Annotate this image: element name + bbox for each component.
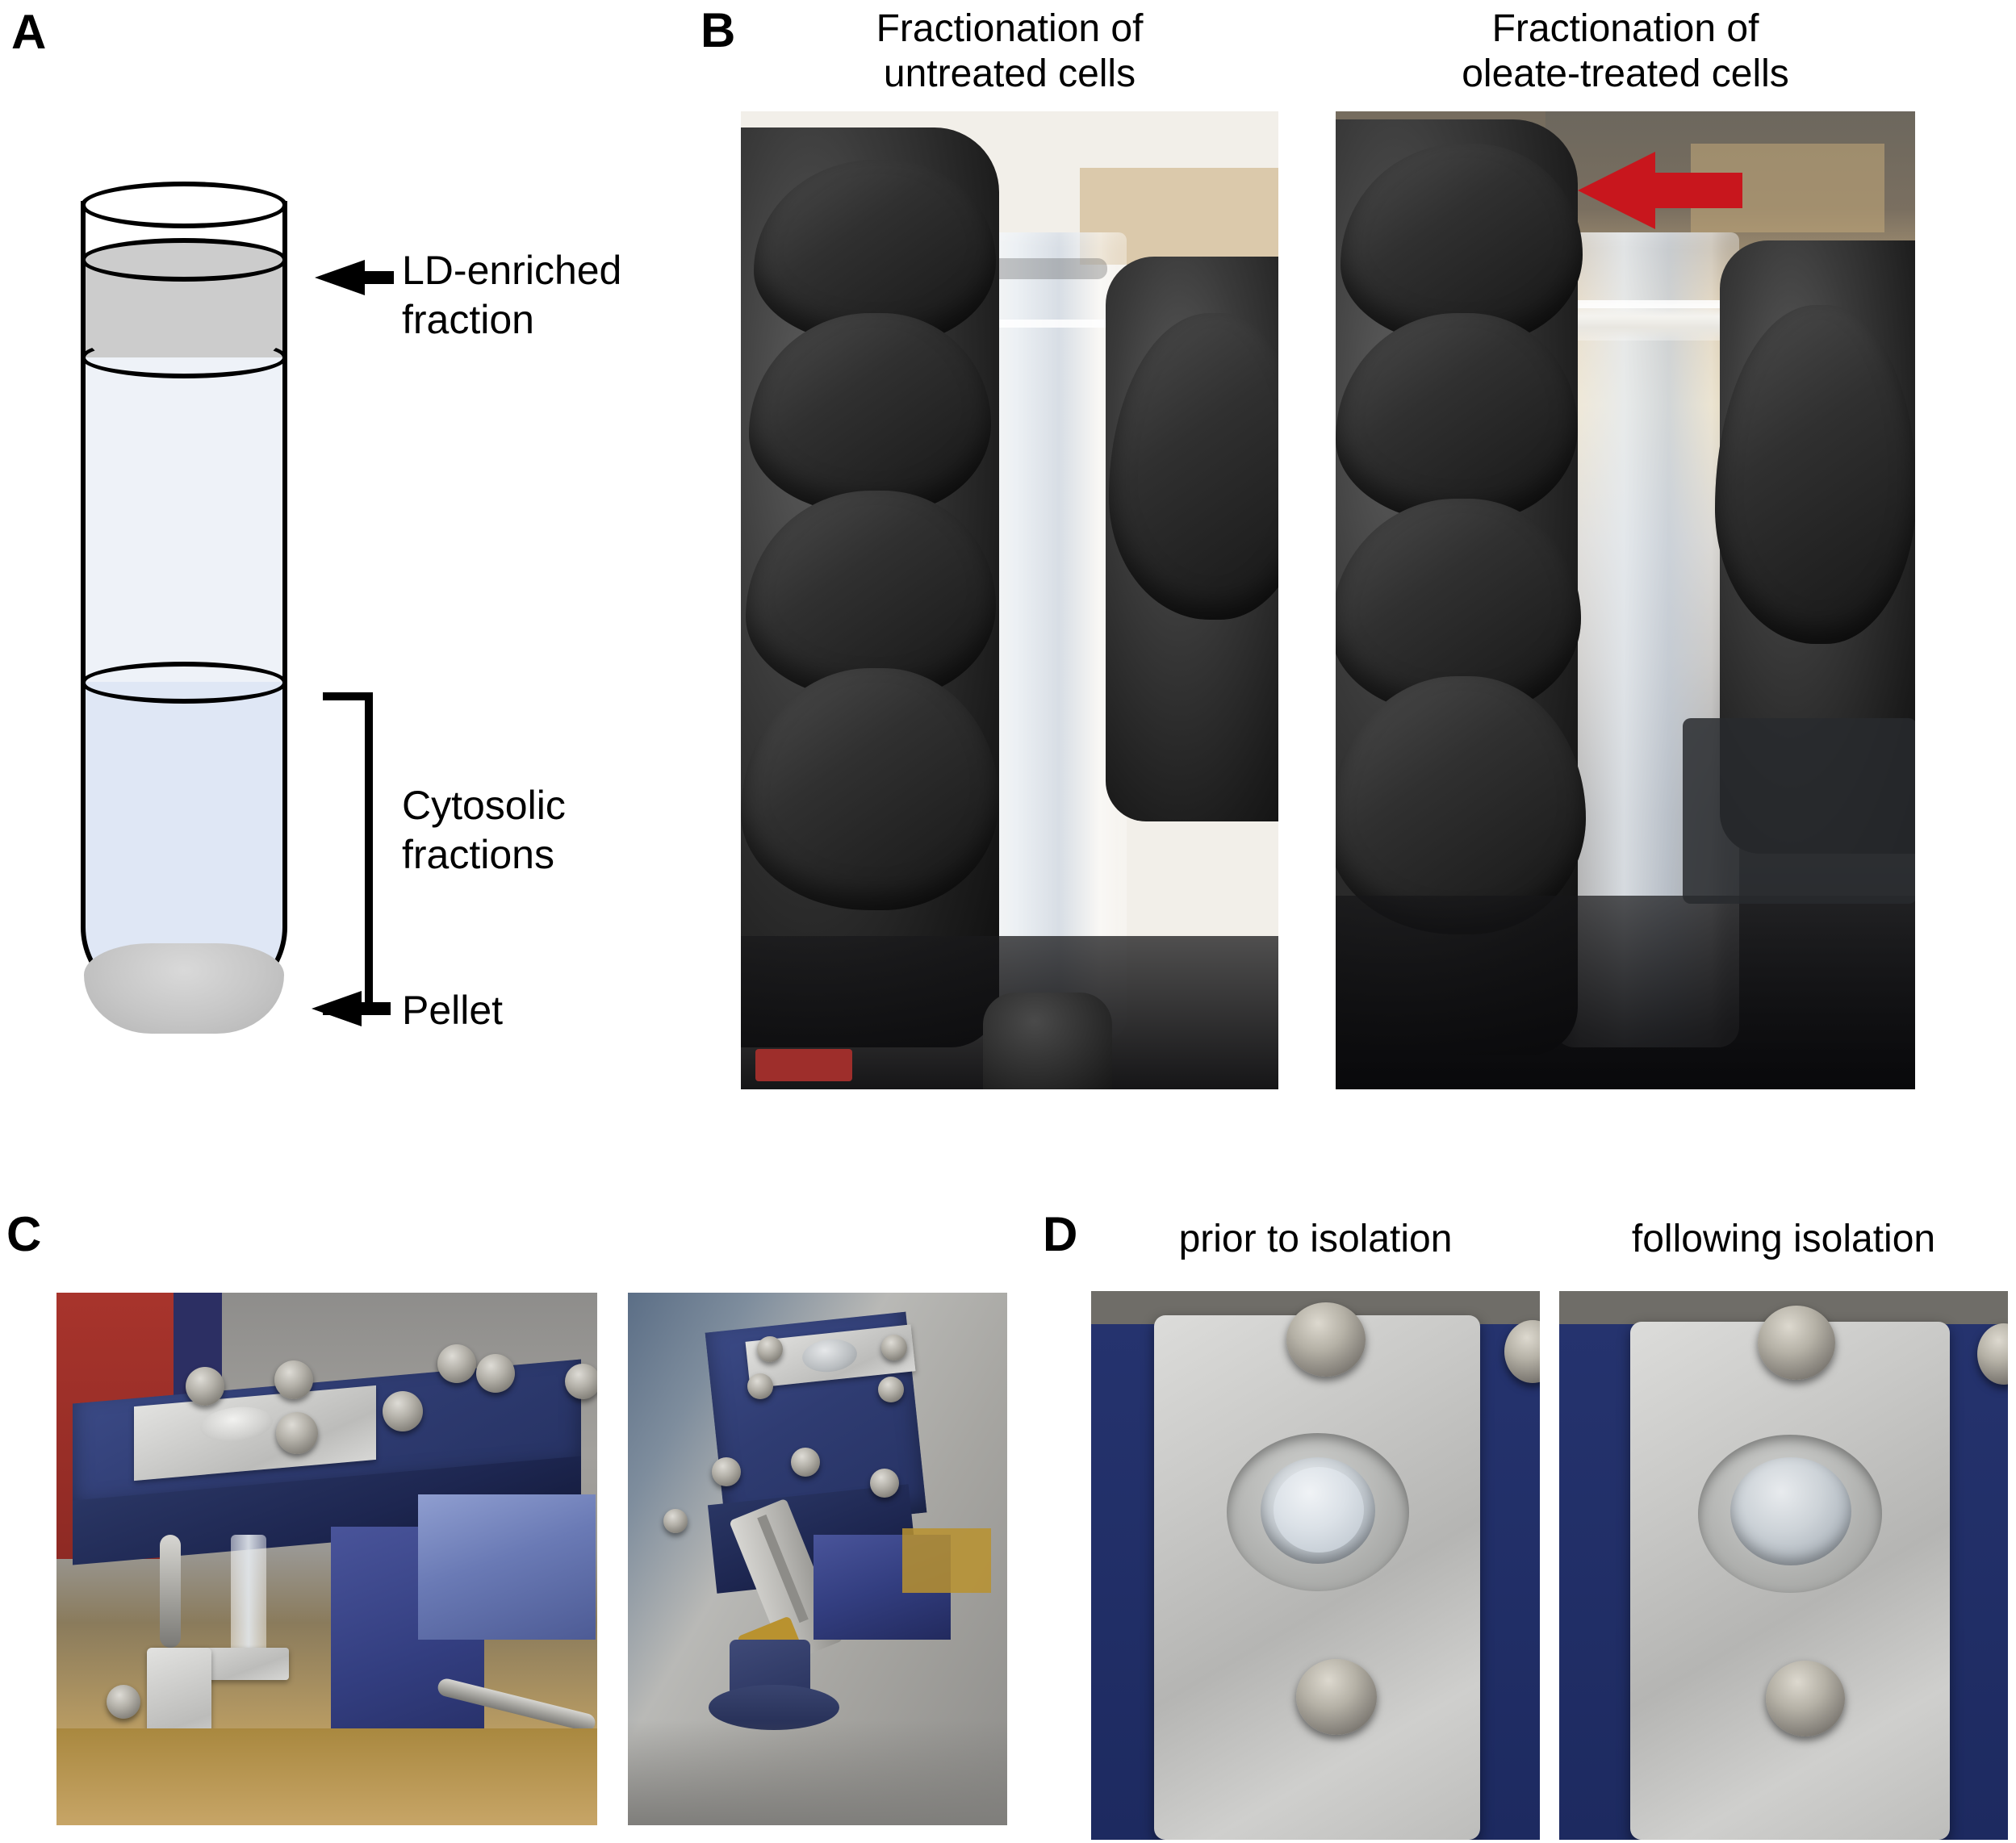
panel-letter-d: D	[1043, 1207, 1078, 1261]
photo-well-following-isolation	[1559, 1291, 2008, 1840]
ld-band-top-ellipse	[81, 238, 287, 282]
photo-well-prior-to-isolation	[1091, 1291, 1540, 1840]
bench-foreground	[1336, 896, 1915, 1089]
glove-finger	[746, 491, 996, 700]
ld-fraction-arrow-icon	[315, 260, 412, 295]
thumbscrew-knob-top	[1286, 1302, 1366, 1377]
photo-content	[56, 1293, 597, 1825]
arrow-tail	[358, 1002, 391, 1015]
thumbscrew-knob	[383, 1391, 423, 1431]
glove-finger	[1341, 144, 1583, 345]
photo-content	[741, 111, 1278, 1089]
panel-letter-c: C	[6, 1207, 42, 1261]
support-post	[160, 1535, 181, 1648]
thumbscrew-knob	[476, 1354, 515, 1393]
ld-fraction-label: LD-enriched fraction	[402, 248, 622, 342]
glove-finger	[741, 668, 999, 910]
bench-wood-surface	[56, 1728, 597, 1825]
bench-vise-jaw	[418, 1494, 596, 1640]
bench-dark-object	[983, 993, 1112, 1089]
bench-tape	[902, 1528, 991, 1593]
photo-device-angled-view	[628, 1293, 1007, 1825]
thumbscrew-knob	[437, 1344, 476, 1383]
arrow-head	[315, 260, 365, 295]
pellet-arrow-icon	[312, 991, 408, 1026]
thumbscrew-knob	[757, 1336, 783, 1362]
tube-body	[81, 201, 287, 1016]
photo-fractionation-oleate	[1336, 111, 1915, 1089]
centrifuge-tube-schematic	[81, 182, 291, 1037]
thumbscrew-knob	[878, 1377, 904, 1402]
thumbscrew-knob	[565, 1364, 597, 1399]
glove-thumb	[1715, 305, 1915, 644]
panel-b-heading-oleate: Fractionation of oleate-treated cells	[1462, 7, 1789, 95]
photo-content	[628, 1293, 1007, 1825]
thumbscrew-knob	[881, 1335, 907, 1360]
thumbscrew-knob	[186, 1367, 224, 1406]
glove-finger	[749, 313, 991, 515]
thumbscrew-knob	[274, 1360, 313, 1399]
panel-d-heading-following: following isolation	[1631, 1218, 1936, 1260]
thumbscrew-knob-bottom	[1296, 1659, 1377, 1735]
ld-band-bottom-ellipse	[81, 336, 287, 378]
bench-foreground	[628, 1720, 1007, 1825]
thumbscrew-knob	[663, 1509, 688, 1533]
panel-b-heading-untreated: Fractionation of untreated cells	[876, 7, 1144, 95]
cytosolic-fractions-label: Cytosolic fractions	[402, 783, 566, 877]
pellet-label: Pellet	[402, 988, 504, 1033]
arrow-head	[312, 991, 362, 1026]
tube-liquid-meniscus	[949, 320, 1127, 328]
pellet-region	[84, 943, 284, 1034]
photo-content	[1336, 111, 1915, 1089]
ld-enriched-layer	[1554, 303, 1739, 341]
arrow-tail	[362, 271, 394, 284]
tube-rim-ellipse	[81, 182, 287, 228]
well-recess-inner	[1730, 1457, 1851, 1565]
thumbscrew-knob	[712, 1457, 741, 1486]
sample-in-well	[1274, 1467, 1364, 1553]
tube-liquid-meniscus	[1554, 300, 1739, 308]
panel-d-heading-prior: prior to isolation	[1178, 1218, 1453, 1260]
thumbscrew-knob-top	[1758, 1306, 1835, 1380]
photo-fractionation-untreated	[741, 111, 1278, 1089]
thumbscrew-knob	[791, 1448, 820, 1477]
bench-equipment	[1683, 718, 1915, 904]
glove-finger	[1336, 676, 1586, 934]
photo-content	[1559, 1291, 2008, 1840]
cytosolic-bracket	[323, 692, 373, 1015]
thumbscrew-knob	[747, 1373, 773, 1399]
arrow-tail	[1652, 173, 1742, 208]
glove-finger	[1336, 313, 1578, 523]
cytosolic-divider-ellipse	[81, 662, 287, 704]
thumbscrew-knob-bottom	[1766, 1661, 1845, 1736]
panel-a: A LD-enriched fraction Cytosolic fractio…	[0, 0, 646, 1130]
panel-letter-b: B	[701, 3, 736, 57]
thumbscrew-knob	[870, 1469, 899, 1498]
photo-content	[1091, 1291, 1540, 1840]
panel-letter-a: A	[11, 5, 47, 59]
bench-red-object	[755, 1049, 852, 1081]
thumbscrew-knob	[276, 1412, 318, 1454]
arrow-head	[1578, 152, 1655, 229]
photo-device-in-vise	[56, 1293, 597, 1825]
base-thumbscrew-knob	[107, 1685, 140, 1719]
